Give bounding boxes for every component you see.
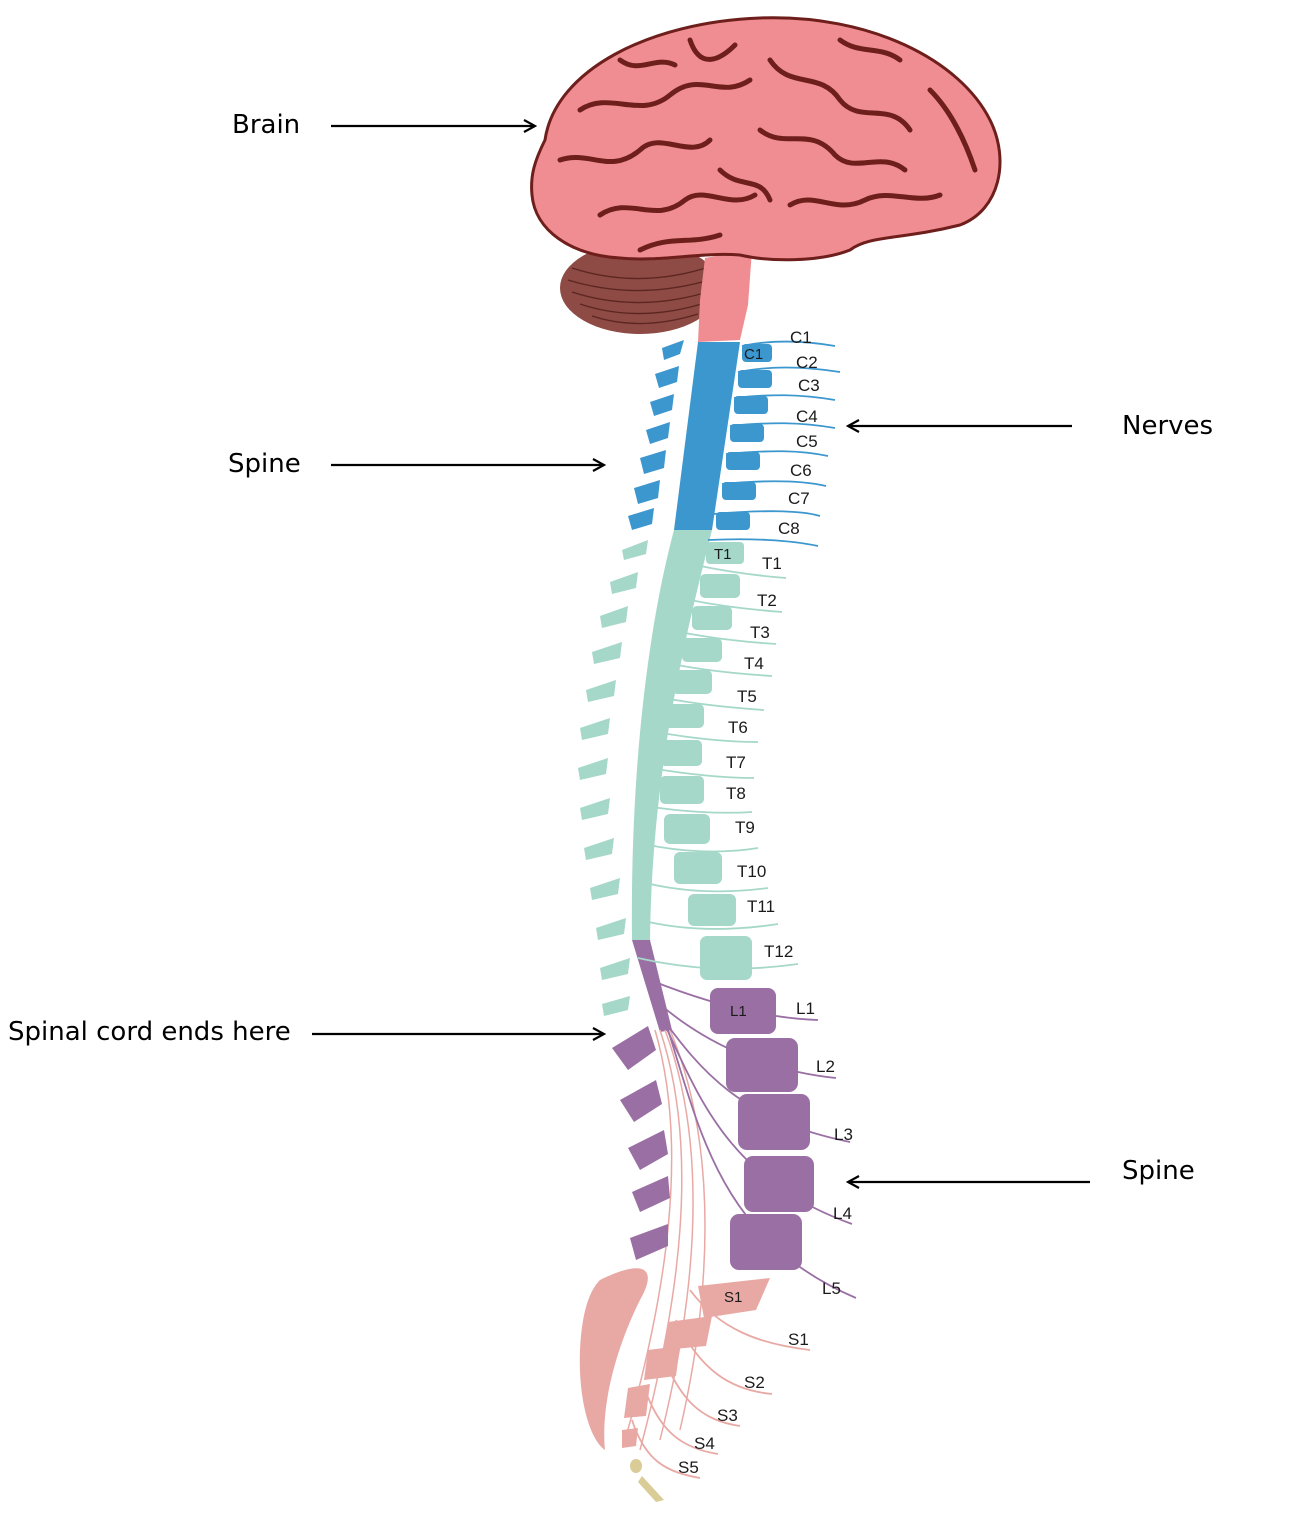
nerve-label-t1: T1 — [762, 554, 782, 573]
vertebral-bodies — [622, 344, 814, 1502]
vertebra-t1 — [706, 542, 744, 564]
vertebra-l1 — [710, 988, 776, 1034]
vertebra-labels: C1 T1 L1 S1 — [714, 346, 763, 1306]
callout-spine-upper-label: Spine — [228, 449, 301, 479]
callout-spine-lower-label: Spine — [1122, 1156, 1195, 1186]
nerve-label-l2: L2 — [816, 1057, 835, 1076]
nerve-roots — [631, 340, 857, 1479]
callouts: Brain Spine Spinal cord ends here Nerves… — [8, 110, 1213, 1186]
sacrum — [579, 1268, 648, 1450]
nerve-label-s5: S5 — [678, 1458, 699, 1477]
nerve-label-s4: S4 — [694, 1434, 715, 1453]
cerebrum — [530, 16, 1002, 262]
nerve-label-s1: S1 — [788, 1330, 809, 1349]
nerve-label-t4: T4 — [744, 654, 764, 673]
callout-cord-end-label: Spinal cord ends here — [8, 1017, 291, 1047]
nerve-label-t3: T3 — [750, 623, 770, 642]
nerve-label-c4: C4 — [796, 407, 818, 426]
cerebellum-folds — [567, 265, 717, 325]
brain — [530, 16, 1002, 342]
vertebra-c1 — [742, 344, 772, 362]
vertebra-label-c1: C1 — [744, 346, 763, 363]
nerve-label-l5: L5 — [822, 1279, 841, 1298]
brainstem — [698, 250, 752, 342]
cauda-equina — [624, 1029, 706, 1451]
nerve-label-c1: C1 — [790, 328, 812, 347]
nerve-label-l3: L3 — [834, 1125, 853, 1144]
callout-nerves-label: Nerves — [1122, 411, 1213, 441]
cord-thoracic — [631, 530, 712, 940]
nerve-label-t12: T12 — [764, 942, 793, 961]
vertebra-label-l1: L1 — [730, 1003, 747, 1020]
vertebra-s1 — [698, 1278, 770, 1318]
nerve-label-c7: C7 — [788, 489, 810, 508]
nerve-label-c6: C6 — [790, 461, 812, 480]
spinal-cord — [631, 342, 740, 1032]
nerve-label-s3: S3 — [717, 1406, 738, 1425]
nerve-label-c2: C2 — [796, 353, 818, 372]
nerve-label-t9: T9 — [735, 818, 755, 837]
nerve-label-t5: T5 — [737, 687, 757, 706]
coccyx — [630, 1459, 664, 1502]
nerve-label-t8: T8 — [726, 784, 746, 803]
nerve-label-t2: T2 — [757, 591, 777, 610]
nerve-label-t10: T10 — [737, 862, 766, 881]
nerve-label-l4: L4 — [833, 1204, 852, 1223]
nerve-label-c5: C5 — [796, 432, 818, 451]
nerve-label-l1: L1 — [796, 999, 815, 1018]
brain-folds — [557, 37, 978, 253]
nerve-label-c3: C3 — [798, 376, 820, 395]
nerve-label-t11: T11 — [747, 897, 775, 916]
cord-lumbar — [632, 940, 672, 1032]
nerve-label-t6: T6 — [728, 718, 748, 737]
cerebellum — [560, 242, 720, 334]
nerve-labels: C1 C2 C3 C4 C5 C6 C7 C8 T1 T2 T3 T4 T5 T… — [678, 328, 853, 1477]
nerve-label-c8: C8 — [778, 519, 800, 538]
posterior-processes — [578, 340, 684, 1450]
callout-brain-label: Brain — [232, 110, 300, 140]
vertebra-label-t1: T1 — [714, 546, 732, 563]
nerve-label-t7: T7 — [726, 753, 746, 772]
vertebra-label-s1: S1 — [724, 1289, 742, 1306]
nerve-label-s2: S2 — [744, 1373, 765, 1392]
cord-cervical — [674, 342, 740, 530]
